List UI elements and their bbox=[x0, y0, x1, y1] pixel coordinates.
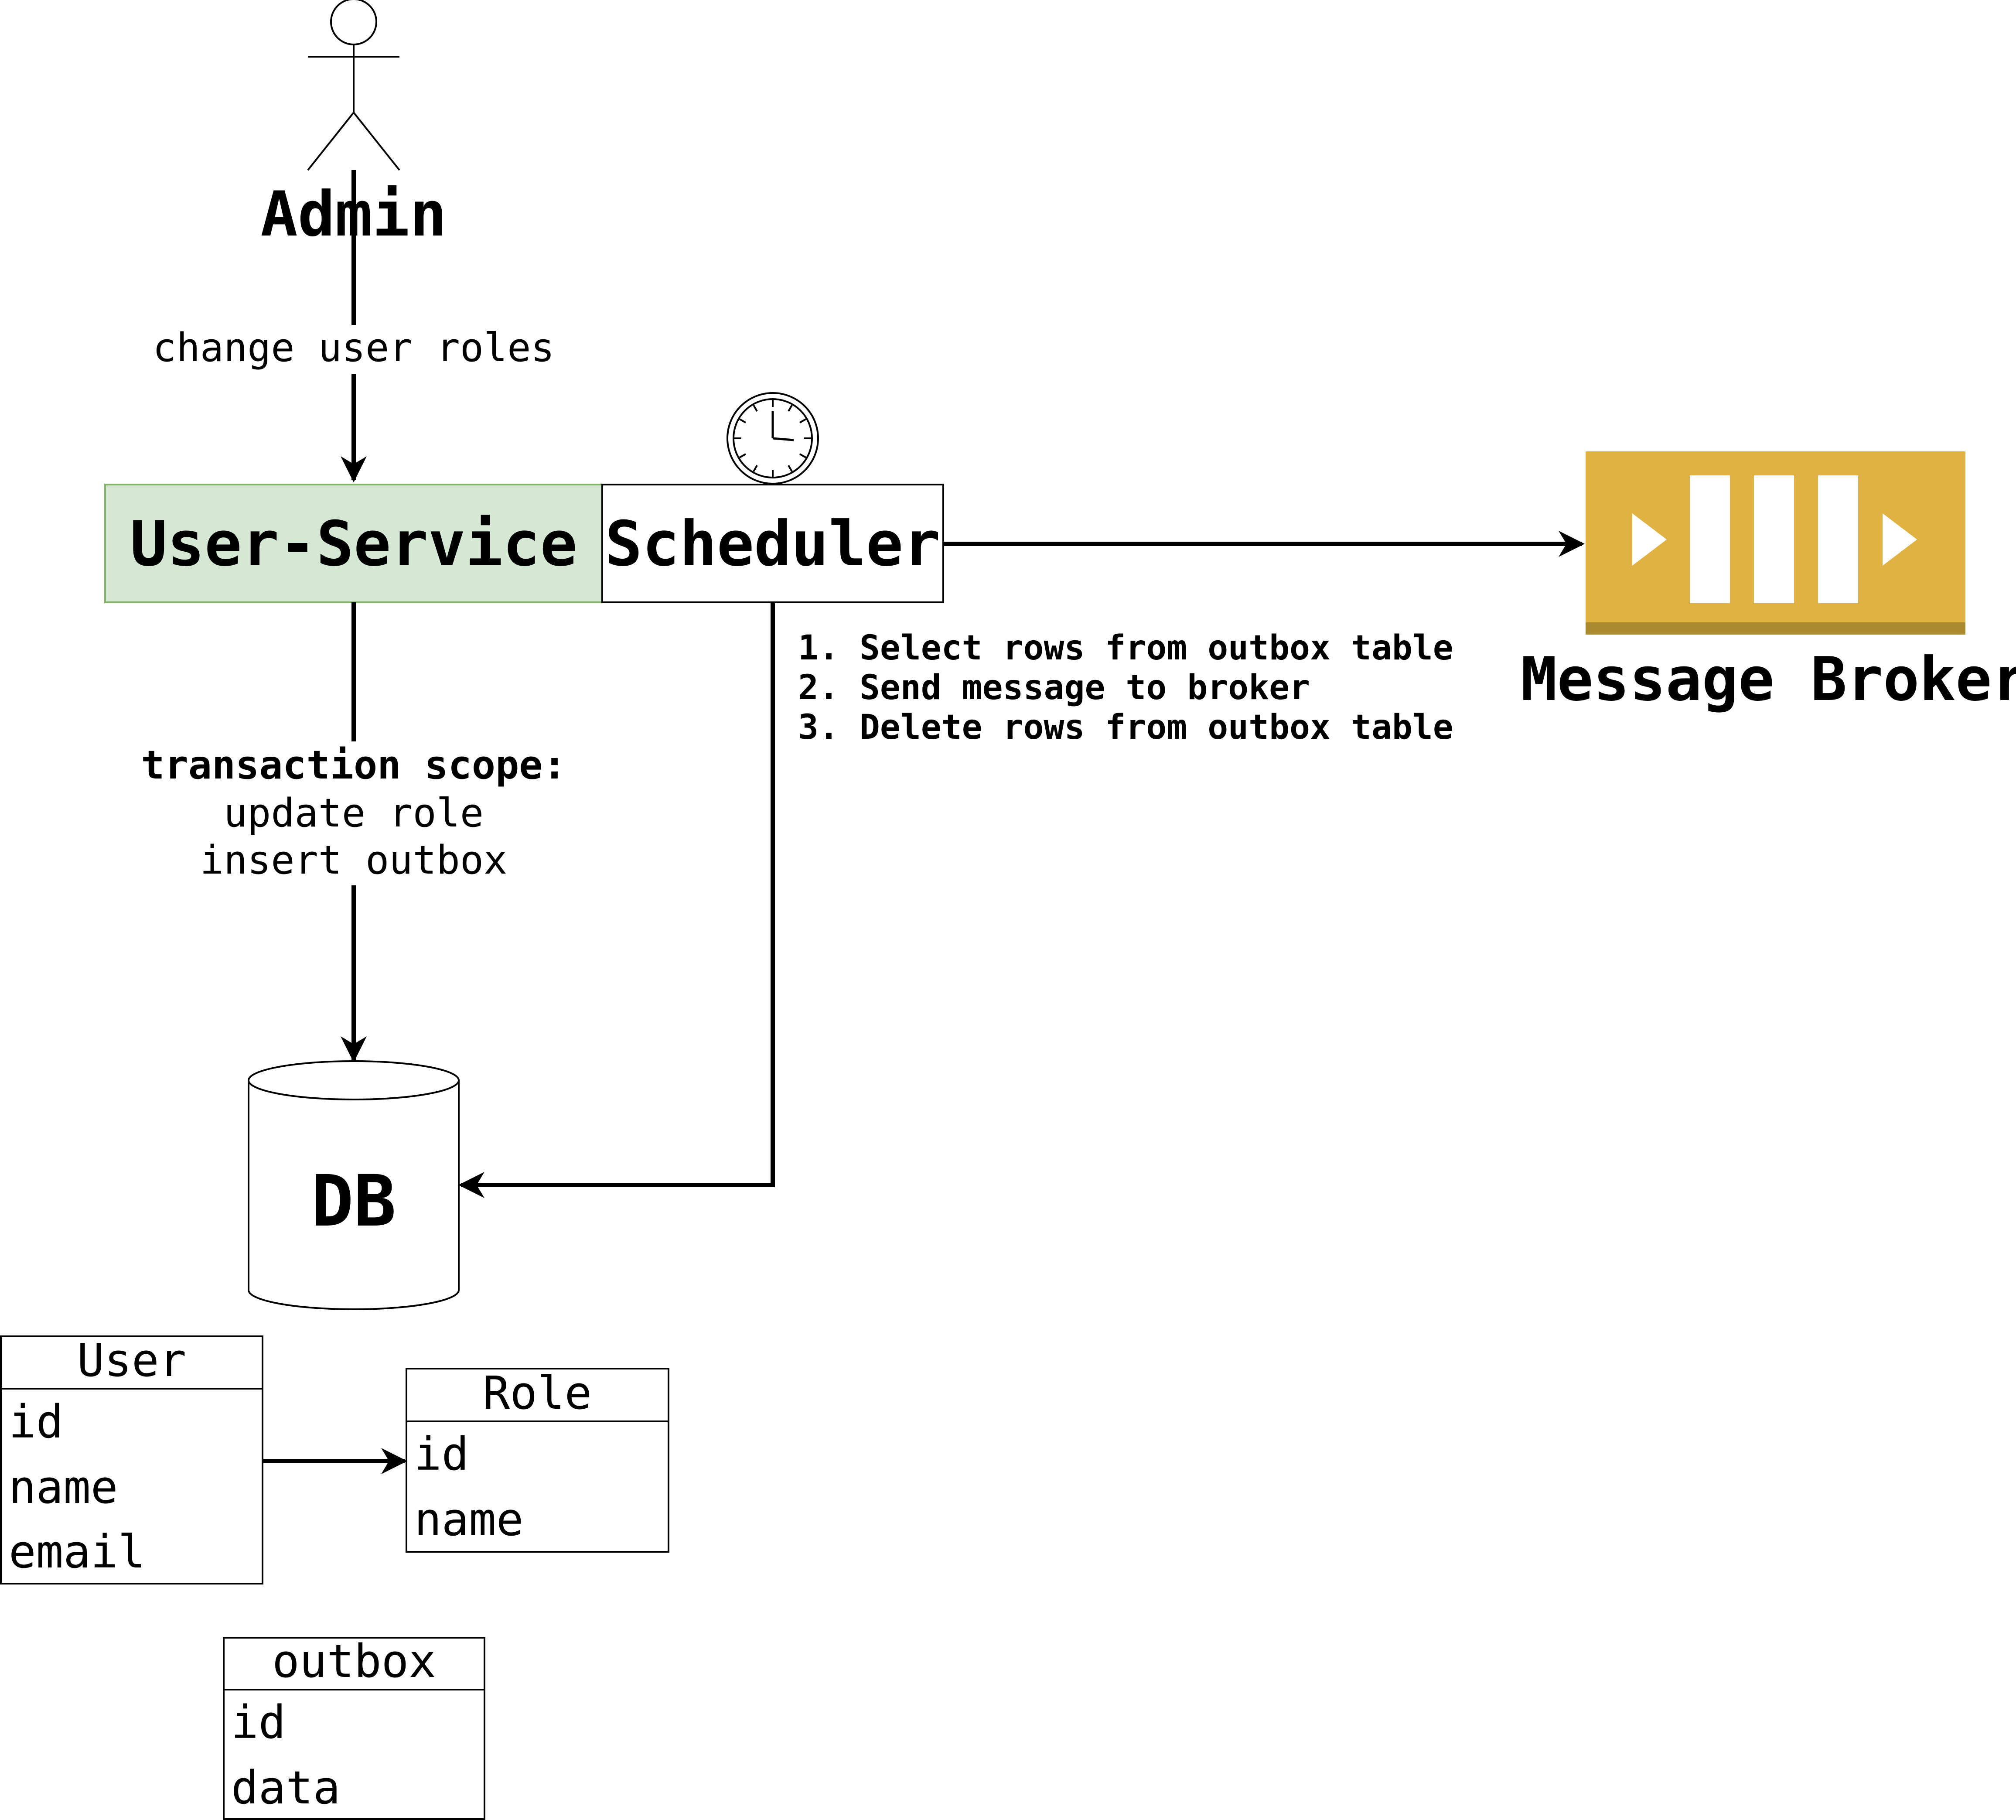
transaction-scope-title: transaction scope: bbox=[141, 742, 566, 788]
transaction-scope-label: transaction scope: update role insert ou… bbox=[141, 742, 566, 883]
user-table-field: name bbox=[9, 1461, 118, 1514]
user-table-title: User bbox=[77, 1334, 186, 1387]
edge-label-change-roles: change user roles bbox=[153, 325, 554, 371]
scheduler-label: Scheduler bbox=[605, 508, 940, 580]
user-service-node[interactable]: User-Service bbox=[104, 484, 603, 603]
message-broker-node[interactable]: Message Broker bbox=[1521, 451, 2016, 714]
transaction-scope-line-1: update role bbox=[224, 790, 484, 836]
role-table-field: name bbox=[414, 1493, 523, 1546]
clock-icon bbox=[727, 392, 819, 485]
user-service-box bbox=[104, 484, 603, 603]
role-table-title: Role bbox=[483, 1366, 592, 1420]
stick-figure-icon bbox=[307, 0, 400, 171]
db-node[interactable]: DB bbox=[248, 1060, 460, 1310]
outbox-table-title: outbox bbox=[272, 1635, 436, 1688]
scheduler-steps: 1. Select rows from outbox table 2. Send… bbox=[798, 628, 1453, 747]
user-table-field: email bbox=[9, 1525, 145, 1578]
edge-scheduler-to-db bbox=[458, 602, 775, 1198]
scheduler-node[interactable]: Scheduler bbox=[601, 484, 944, 603]
scheduler-step-1: 1. Select rows from outbox table bbox=[798, 628, 1453, 668]
user-service-label: User-Service bbox=[130, 508, 577, 580]
admin-actor[interactable] bbox=[307, 0, 400, 171]
user-table[interactable]: User id name email bbox=[0, 1334, 263, 1584]
outbox-table[interactable]: outbox id data bbox=[223, 1635, 485, 1820]
message-queue-icon bbox=[1586, 451, 1965, 635]
scheduler-step-3: 3. Delete rows from outbox table bbox=[798, 708, 1453, 747]
database-icon bbox=[248, 1060, 460, 1310]
scheduler-step-2: 2. Send message to broker bbox=[798, 668, 1310, 707]
outbox-table-field: id bbox=[231, 1696, 286, 1749]
admin-label: Admin bbox=[260, 178, 447, 250]
message-broker-label: Message Broker bbox=[1521, 644, 2016, 714]
user-table-field: id bbox=[9, 1395, 63, 1448]
db-label: DB bbox=[311, 1161, 396, 1243]
outbox-table-field: data bbox=[231, 1761, 340, 1814]
role-table-field: id bbox=[414, 1427, 469, 1481]
role-table[interactable]: Role id name bbox=[406, 1366, 669, 1553]
transaction-scope-line-2: insert outbox bbox=[200, 837, 507, 883]
